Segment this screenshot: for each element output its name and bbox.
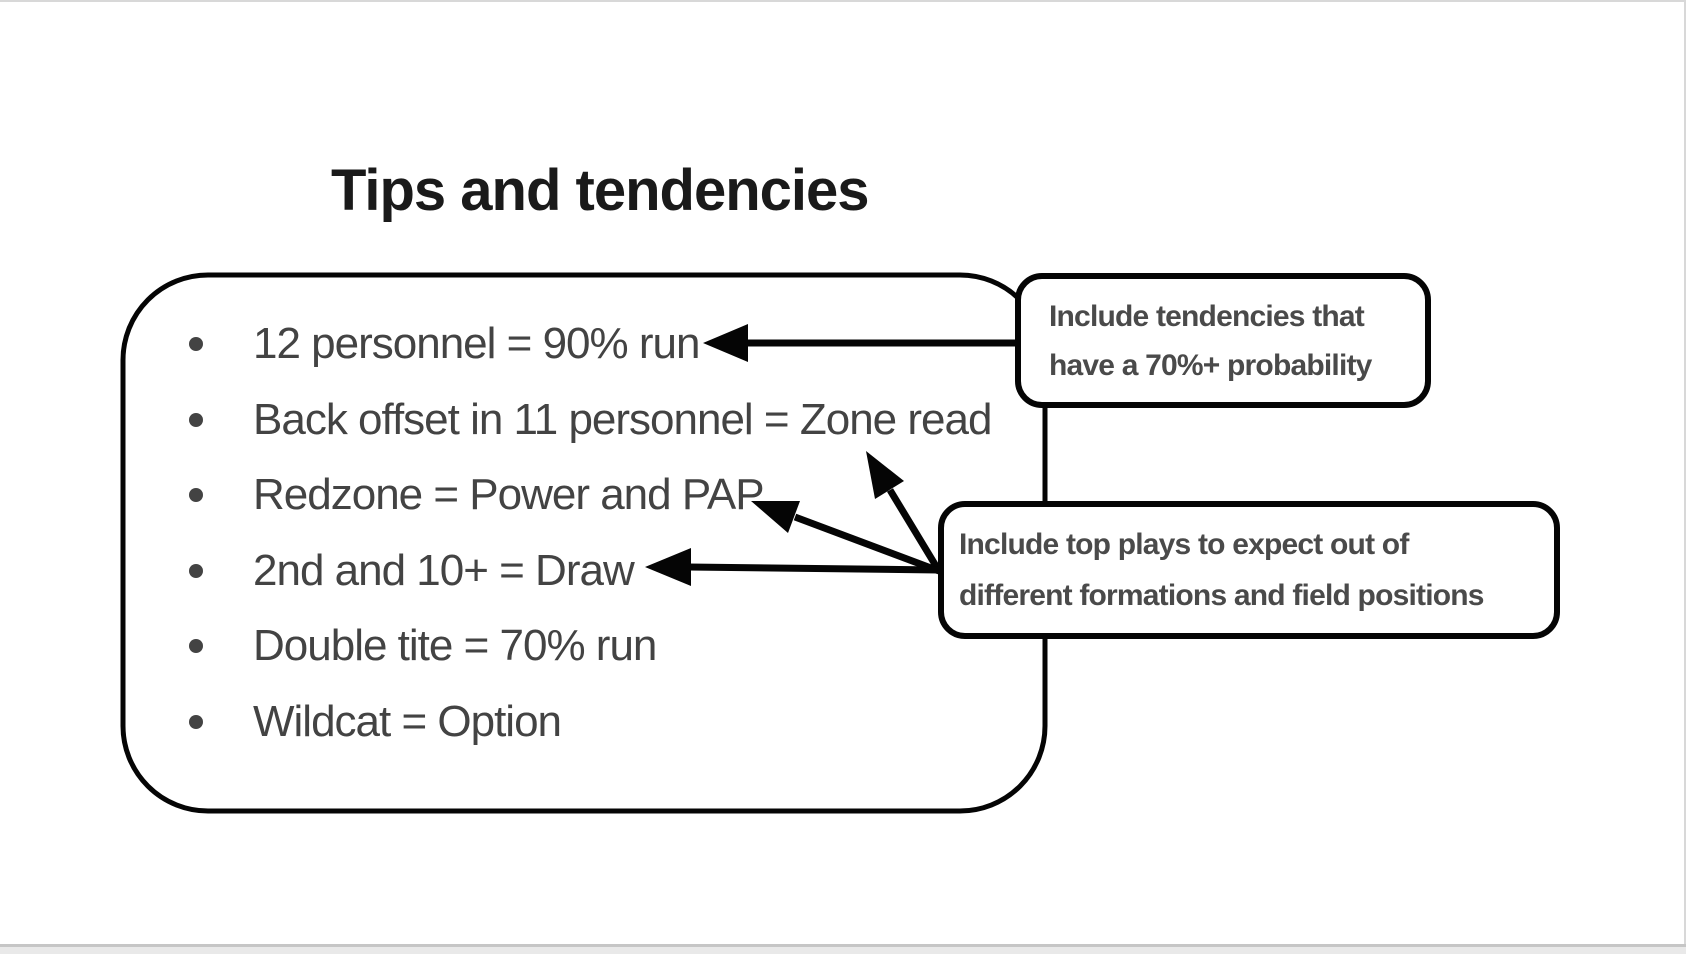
bullet-text: Redzone = Power and PAP [253, 470, 765, 519]
bullet-item-12-personnel[interactable]: 12 personnel = 90% run [189, 306, 700, 382]
arrow-tendencies-to-bullet1[interactable] [703, 324, 1020, 362]
bullet-dot [189, 337, 203, 351]
bullet-dot [189, 715, 203, 729]
bullet-item-redzone[interactable]: Redzone = Power and PAP [189, 457, 765, 533]
bullet-text: Wildcat = Option [253, 697, 562, 746]
bullet-dot [189, 413, 203, 427]
bullet-text: Back offset in 11 personnel = Zone read [253, 395, 992, 444]
bullet-item-back-offset[interactable]: Back offset in 11 personnel = Zone read [189, 382, 992, 458]
arrow-plays-to-pap[interactable] [751, 501, 941, 575]
callout-line: have a 70%+ probability [1049, 348, 1372, 382]
slide-title[interactable]: Tips and tendencies [331, 158, 870, 223]
callout-plays-box[interactable] [938, 501, 1560, 639]
callout-line: Include top plays to expect out of [959, 528, 1409, 561]
bullet-text: 2nd and 10+ = Draw [253, 546, 635, 595]
bullet-dot [189, 564, 203, 578]
bullet-item-2nd-and-10[interactable]: 2nd and 10+ = Draw [189, 533, 635, 609]
callout-line: different formations and field positions [959, 579, 1484, 612]
bullet-dot [189, 639, 203, 653]
callout-plays-text[interactable]: Include top plays to expect out of diffe… [959, 504, 1484, 636]
callout-line: Include tendencies that [1049, 299, 1365, 333]
bullet-dot [189, 488, 203, 502]
callout-tendencies-box[interactable] [1015, 273, 1431, 408]
window-bottom-strip [0, 947, 1686, 954]
arrow-plays-to-draw[interactable] [645, 548, 940, 586]
callout-tendencies-text[interactable]: Include tendencies that have a 70%+ prob… [1049, 276, 1372, 405]
canvas-right-edge [1684, 0, 1686, 944]
bullet-item-double-tite[interactable]: Double tite = 70% run [189, 608, 657, 684]
window-bottom-border [0, 944, 1686, 947]
bullet-text: 12 personnel = 90% run [253, 319, 700, 368]
bullet-text: Double tite = 70% run [253, 621, 657, 670]
bullet-item-wildcat[interactable]: Wildcat = Option [189, 684, 562, 760]
canvas-top-edge [0, 0, 1686, 2]
arrow-plays-to-zone-read[interactable] [866, 451, 942, 573]
